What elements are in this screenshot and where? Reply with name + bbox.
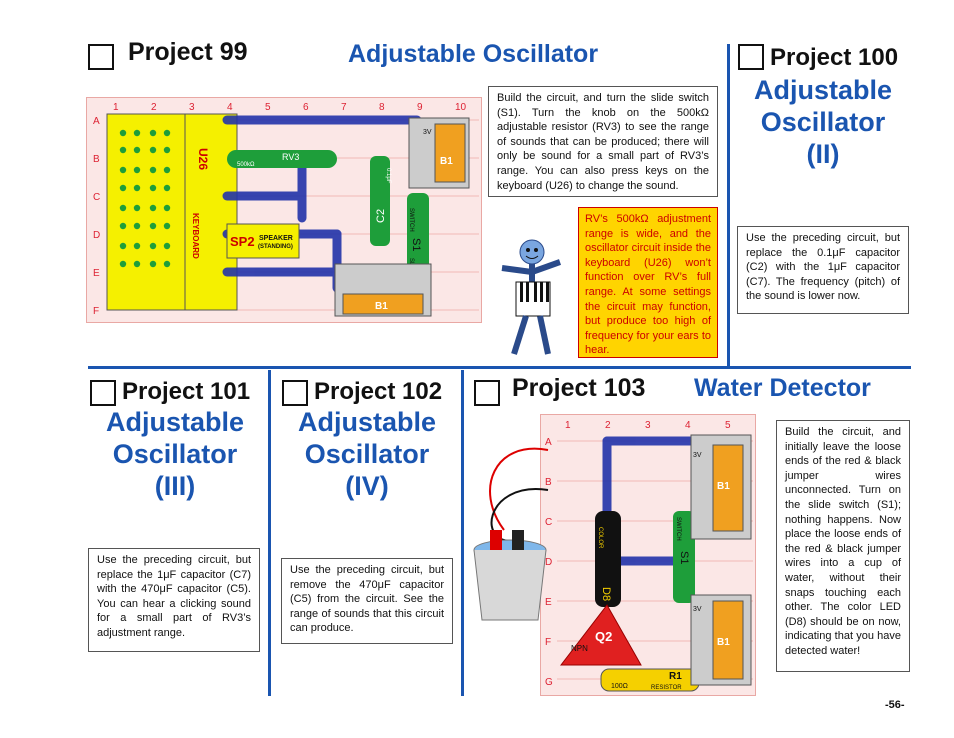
board1-col-2: 2 [151,102,157,113]
divider-vertical-101-102 [268,370,271,696]
robot-mascot-illustration [501,239,562,355]
board2-col-2: 2 [605,420,611,431]
project-102-checkbox[interactable] [282,380,308,406]
circuit-board-2: 1 2 3 4 5 A B C D E F G D8 COLOR Q2 NPN R1 100Ω RE… [540,414,756,696]
board1-row-E: E [93,268,100,279]
board1-col-3: 3 [189,102,195,113]
switch-label-2: SWITCH [675,517,681,541]
project-99-title: Project 99 [128,38,248,66]
switch-label: SWITCH [408,208,414,232]
project-103-checkbox[interactable] [474,380,500,406]
board2-col-3: 3 [645,420,651,431]
color-label: COLOR [597,527,603,549]
board2-row-C: C [545,517,552,528]
circuit-diagram-1: 1 2 3 4 5 6 7 8 9 10 A B C D E F U26 KEYBOARD [93,102,479,317]
board2-col-4: 4 [685,420,691,431]
board2-row-F: F [545,637,551,648]
project-101-instructions: Use the preceding circuit, but replace t… [88,548,260,652]
board1-col-1: 1 [113,102,119,113]
board1-col-6: 6 [303,102,309,113]
b1-bottom-label: B1 [375,301,388,312]
project-103-instructions: Build the circuit, and initially leave t… [776,420,910,672]
battery-voltage-label-2b: 3V [693,606,702,613]
project-102-title: Project 102 [314,378,443,405]
q2-label: Q2 [595,629,612,644]
project-99-subtitle: Adjustable Oscillator [348,40,599,68]
keyboard-label: KEYBOARD [191,213,200,259]
board1-row-D: D [93,230,100,241]
circuit-board-1: 1 2 3 4 5 6 7 8 9 10 A B C D E F U26 KEYBOARD [86,97,482,323]
project-101-title: Project 101 [122,378,251,405]
board1-row-A: A [93,116,100,127]
board1-row-F: F [93,306,99,317]
circuit-diagram-2: 1 2 3 4 5 A B C D E F G D8 COLOR Q2 NPN R1 100Ω RE… [545,420,753,692]
c2-label: C2 [375,209,387,223]
b1-label-2b: B1 [717,637,730,648]
project-99-instructions: Build the circuit, and turn the slide sw… [488,86,718,197]
project-102-instructions: Use the preceding circuit, but remove th… [281,558,453,644]
b1-label-2a: B1 [717,481,730,492]
b1-label: B1 [440,156,453,167]
board2-col-5: 5 [725,420,731,431]
s1-label: S1 [410,238,422,251]
board2-col-1: 1 [565,420,571,431]
rv3-label: RV3 [282,152,299,162]
project-101-checkbox[interactable] [90,380,116,406]
project-100-instructions: Use the preceding circuit, but replace t… [737,226,909,314]
r1-label: R1 [669,671,682,682]
board2-row-B: B [545,477,552,488]
project-99-note: RV’s 500kΩ adjustment range is wide, and… [578,207,718,358]
board2-row-G: G [545,677,553,688]
resistor-label: RESISTOR [651,685,682,691]
battery-voltage-label: 3V [423,129,432,136]
board2-row-D: D [545,557,552,568]
board1-col-8: 8 [379,102,385,113]
speaker-standing-label: (STANDING) [258,244,293,250]
page-number: -56- [885,699,905,711]
c2-value: 0.1μF [385,168,391,184]
board1-col-10: 10 [455,102,467,113]
project-99-checkbox[interactable] [88,44,114,70]
board1-col-7: 7 [341,102,347,113]
s1-label-2: S1 [678,551,690,564]
board1-col-4: 4 [227,102,233,113]
sp2-label: SP2 [230,234,255,249]
r1-value: 100Ω [611,683,628,690]
speaker-label: SPEAKER [259,235,293,242]
board2-row-A: A [545,437,552,448]
project-100-title: Project 100 [770,44,899,71]
rv3-value: 500kΩ [237,162,255,168]
project-100-checkbox[interactable] [738,44,764,70]
water-cup-illustration [473,447,549,621]
battery-voltage-label-2a: 3V [693,452,702,459]
board1-row-B: B [93,154,100,165]
divider-vertical-102-103 [461,370,464,696]
npn-label: NPN [571,644,588,653]
project-103-title: Project 103 [512,374,646,402]
board2-row-E: E [545,597,552,608]
d8-label: D8 [600,587,612,601]
project-103-subtitle: Water Detector [694,374,871,402]
board1-col-5: 5 [265,102,271,113]
divider-horizontal [88,366,911,369]
divider-vertical-top [727,44,730,366]
board1-row-C: C [93,192,100,203]
board1-col-9: 9 [417,102,423,113]
u26-label: U26 [196,148,210,170]
